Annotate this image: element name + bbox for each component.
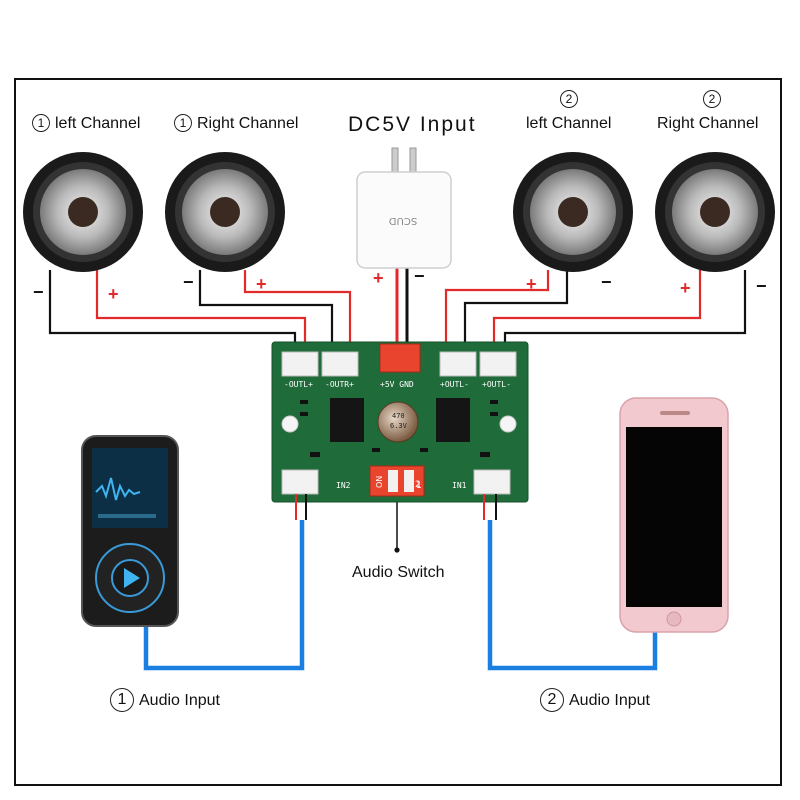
audio-input-2-label: 2 Audio Input xyxy=(540,688,650,712)
spk4-minus: − xyxy=(756,276,767,296)
amplifier-chip-2 xyxy=(436,398,470,442)
silk-out2: -OUTR+ xyxy=(325,380,354,389)
silk-in2: IN2 xyxy=(336,481,351,490)
speaker-1-label: 1 left Channel xyxy=(32,114,140,133)
speaker-2-text: Right Channel xyxy=(197,115,299,132)
blue-audio-cables xyxy=(143,520,658,671)
spk2-minus: − xyxy=(183,272,194,292)
audio-switch-label: Audio Switch xyxy=(352,564,445,581)
speaker-2-number: 1 xyxy=(174,114,192,132)
mp3-player-device xyxy=(81,435,179,627)
audio-input-2-text: Audio Input xyxy=(569,692,650,709)
speaker-3-number: 2 xyxy=(560,90,578,108)
spk1-plus: + xyxy=(108,284,119,304)
connector-out-right-1 xyxy=(321,351,359,377)
switch-pointer-dot xyxy=(394,547,400,553)
speaker-4-number-wrap: 2 xyxy=(703,90,726,109)
amplifier-board: -OUTL+ -OUTR+ +5V GND +OUTL- +OUTL- 470 … xyxy=(271,341,529,520)
spk2-plus: + xyxy=(256,274,267,294)
speaker-2-label: 1 Right Channel xyxy=(174,114,298,133)
usb-charger-icon: SCUD xyxy=(356,147,452,269)
spk1-minus: − xyxy=(33,282,44,302)
red-speaker-wires xyxy=(95,270,702,355)
diagram-frame xyxy=(14,78,782,786)
cap-voltage: 6.3V xyxy=(390,422,408,430)
speaker-1-left-channel xyxy=(23,152,143,272)
audio-input-1-text: Audio Input xyxy=(139,692,220,709)
dip-switch-1[interactable] xyxy=(388,470,398,492)
silk-out4: +OUTL- xyxy=(482,380,511,389)
connector-power xyxy=(379,343,421,373)
power-minus: − xyxy=(414,266,425,286)
speaker-3-text: left Channel xyxy=(526,115,612,132)
audio-input-1-label: 1 Audio Input xyxy=(110,688,220,712)
speaker-1-text: left Channel xyxy=(55,115,141,132)
silk-out1: -OUTL+ xyxy=(284,380,313,389)
audio-input-1-number: 1 xyxy=(110,688,134,712)
connector-out-left-1 xyxy=(281,351,319,377)
cap-value: 470 xyxy=(392,412,405,420)
silk-pwr: +5V GND xyxy=(380,380,414,389)
speaker-1-number: 1 xyxy=(32,114,50,132)
dip-switch-2[interactable] xyxy=(404,470,414,492)
speaker-4-number: 2 xyxy=(703,90,721,108)
smartphone-device xyxy=(619,397,729,633)
audio-input-2-number: 2 xyxy=(540,688,564,712)
spk3-minus: − xyxy=(601,272,612,292)
connector-input-1 xyxy=(473,469,511,495)
silk-in1: IN1 xyxy=(452,481,467,490)
silk-out3: +OUTL- xyxy=(440,380,469,389)
charger-brand: SCUD xyxy=(389,215,418,226)
dip-2-label: 2 xyxy=(415,480,421,490)
connector-out-left-2 xyxy=(439,351,477,377)
power-plus: + xyxy=(373,268,384,288)
capacitor xyxy=(377,401,419,443)
dip-on-label: ON xyxy=(375,476,384,488)
speaker-3-left-channel xyxy=(513,152,633,272)
dip-1-label: 1 xyxy=(416,481,422,491)
connector-out-right-2 xyxy=(479,351,517,377)
speaker-4-text: Right Channel xyxy=(657,115,759,132)
speaker-2-right-channel xyxy=(165,152,285,272)
connector-input-2 xyxy=(281,469,319,495)
amplifier-chip-1 xyxy=(330,398,364,442)
mount-hole-right xyxy=(499,415,517,433)
speaker-3-number-wrap: 2 xyxy=(560,90,583,109)
spk4-plus: + xyxy=(680,278,691,298)
mount-hole-left xyxy=(281,415,299,433)
power-input-label: DC5V Input xyxy=(348,113,477,136)
speaker-4-right-channel xyxy=(655,152,775,272)
spk3-plus: + xyxy=(526,274,537,294)
